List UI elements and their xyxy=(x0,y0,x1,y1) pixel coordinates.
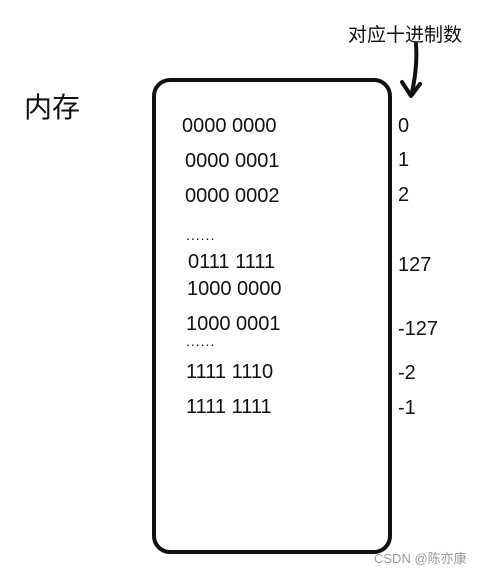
memory-box xyxy=(152,78,392,554)
binary-row: 0000 0001 xyxy=(185,150,280,172)
binary-row: 0111 1111 xyxy=(188,251,276,273)
memory-label: 内存 xyxy=(24,91,81,124)
binary-row: 1000 0001 xyxy=(186,313,281,335)
ellipsis: ...... xyxy=(186,333,216,349)
binary-row: 1111 1110 xyxy=(186,361,274,383)
binary-row: 0000 0002 xyxy=(185,185,280,207)
binary-row: 1111 1111 xyxy=(186,396,272,418)
decimal-value: 2 xyxy=(398,184,410,206)
binary-row: 0000 0000 xyxy=(182,115,277,137)
decimal-header: 对应十进制数 xyxy=(348,24,463,46)
decimal-value: -2 xyxy=(398,362,416,384)
binary-row: 1000 0000 xyxy=(187,278,282,300)
watermark: CSDN @陈亦康 xyxy=(374,551,467,566)
decimal-value: 1 xyxy=(398,149,410,171)
decimal-value: -1 xyxy=(398,397,416,419)
down-arrow-icon xyxy=(400,42,422,98)
decimal-value: -127 xyxy=(398,318,439,340)
ellipsis: ...... xyxy=(186,227,216,243)
decimal-value: 0 xyxy=(398,115,410,137)
decimal-value: 127 xyxy=(398,254,432,276)
